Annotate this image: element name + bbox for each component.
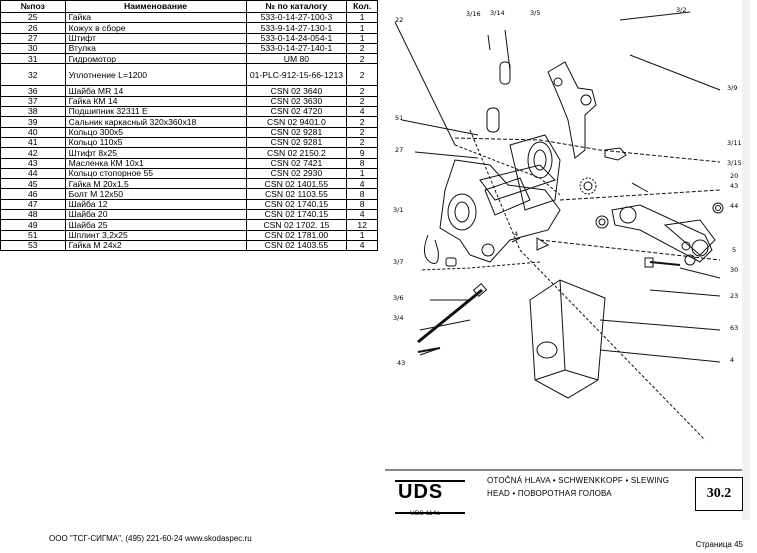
drawing-sheet	[380, 0, 750, 520]
cell-name: Гидромотор	[64, 53, 247, 65]
nipple-part	[604, 147, 627, 161]
callout-label: 27	[395, 146, 403, 154]
callout-label: 3/4	[393, 314, 403, 322]
callout-label: 3/7	[393, 258, 403, 266]
bolt-part	[417, 347, 441, 353]
footer-page-number: Страница 45	[695, 540, 743, 549]
callout-label: 3/11	[727, 139, 742, 147]
model-code: UDS-114a	[410, 510, 440, 517]
arrow-mark	[511, 237, 521, 243]
leader-line	[469, 129, 706, 441]
callout-label: 43	[397, 359, 405, 367]
leader-line	[599, 349, 721, 363]
slewing-hub	[509, 134, 561, 211]
leader-line	[394, 21, 456, 146]
pin-part	[631, 182, 649, 193]
washer-part	[595, 215, 609, 229]
callout-label: 4	[730, 356, 734, 364]
drawing-caption-line2: HEAD • ПОВОРОТНАЯ ГОЛОВА	[487, 489, 612, 498]
shaft-collar	[472, 283, 488, 297]
sleeve-part	[486, 107, 500, 133]
bracket-part	[547, 61, 597, 159]
callout-label: 3/9	[727, 84, 737, 92]
callout-label: 22	[395, 16, 403, 24]
long-shaft	[417, 288, 483, 344]
callout-label: 5	[732, 246, 736, 254]
uds-logo-frame	[395, 480, 465, 514]
spring-clip	[424, 234, 439, 264]
leader-line	[454, 137, 721, 163]
leader-line	[539, 239, 721, 261]
sheet-edge	[742, 0, 750, 520]
link-arm	[611, 204, 713, 263]
callout-label: 3/1	[393, 206, 403, 214]
callout-label: 3/6	[393, 294, 403, 302]
leader-line	[629, 54, 721, 91]
cell-qty: 2	[346, 53, 378, 65]
footer-company: ООО "ТСГ-СИГМА", (495) 221-60-24 www.sko…	[49, 534, 252, 543]
leader-line	[414, 151, 479, 159]
callout-label: 43	[730, 182, 738, 190]
bolt-part	[649, 261, 681, 266]
table-header-row: №поз Наименование № по каталогу Кол.	[0, 0, 378, 13]
leader-line	[559, 189, 721, 201]
drawing-caption-line1: OTOČNÁ HLAVA • SCHWENKKOPF • SLEWING	[487, 476, 670, 485]
arrow-mark	[536, 237, 550, 251]
cell-qty: 4	[346, 239, 378, 252]
housing-bore	[447, 193, 477, 231]
uds-logo: UDS	[398, 481, 444, 503]
leader-line	[619, 11, 691, 21]
callout-label: 51	[395, 114, 403, 122]
link-arm	[663, 219, 716, 256]
callout-label: 63	[730, 324, 738, 332]
main-housing	[439, 159, 561, 263]
callout-label: 20	[730, 172, 738, 180]
leader-line	[649, 289, 721, 297]
callout-label: 3/5	[530, 9, 540, 17]
leader-line	[679, 267, 721, 279]
motor-cylinder	[484, 177, 531, 216]
sheet-number: 30.2	[695, 477, 743, 511]
callout-label: 3/2	[676, 6, 686, 14]
cell-catalog: CSN 02 1403.55	[245, 239, 348, 252]
leader-line	[419, 319, 471, 331]
washer-part	[712, 202, 724, 214]
cell-catalog: UM 80	[245, 53, 348, 65]
cell-catalog: 01-PLC-912-15-66-1213	[245, 63, 348, 87]
callout-label: 3/14	[490, 9, 505, 17]
callout-label: 3/15	[727, 159, 742, 167]
leader-line	[599, 319, 721, 331]
sleeve-part	[499, 61, 511, 85]
gear-part	[579, 177, 597, 195]
cover-part	[529, 279, 606, 399]
callout-label: 44	[730, 202, 738, 210]
cell-name: Гайка М 24х2	[64, 239, 247, 252]
leader-line	[419, 261, 541, 271]
shaft-tube	[479, 164, 556, 201]
pin-part	[487, 34, 491, 51]
callout-label: 23	[730, 292, 738, 300]
leader-line	[401, 119, 479, 136]
callout-label: 4	[514, 230, 518, 238]
callout-label: 3/16	[466, 10, 481, 18]
callout-label: 30	[730, 266, 738, 274]
